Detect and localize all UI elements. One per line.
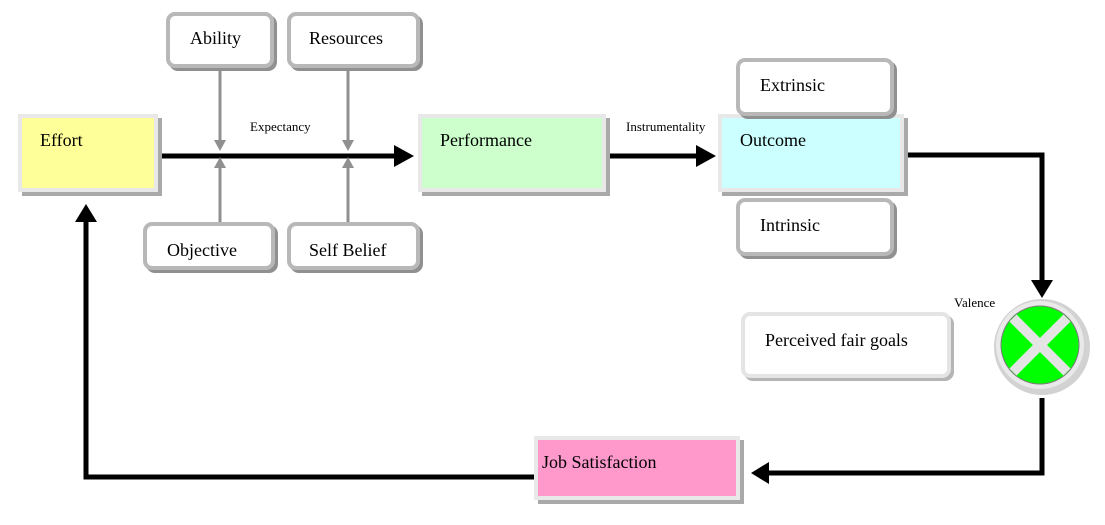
perceived-fair-goals-box: Perceived fair goals xyxy=(741,312,951,378)
intrinsic-label: Intrinsic xyxy=(760,215,820,235)
ability-label: Ability xyxy=(190,28,242,48)
effort-label: Effort xyxy=(40,130,83,150)
outcome-label: Outcome xyxy=(740,130,806,150)
self-belief-box: Self Belief xyxy=(287,222,420,270)
job-satisfaction-to-effort-arrowhead xyxy=(75,204,97,222)
ability-box: Ability xyxy=(166,12,274,68)
valence-symbol xyxy=(994,299,1090,395)
expectancy-label: Expectancy xyxy=(250,119,311,134)
extrinsic-box: Extrinsic xyxy=(736,58,894,116)
performance-label: Performance xyxy=(440,130,532,150)
valence-to-job-satisfaction-arrow xyxy=(768,398,1045,476)
resources-box: Resources xyxy=(287,12,420,68)
outcome-to-valence-arrowhead xyxy=(1031,280,1053,298)
outcome-box: Outcome xyxy=(718,114,904,192)
effort-to-performance-arrowhead xyxy=(394,145,414,167)
resources-arrowhead xyxy=(342,140,354,151)
valence-label: Valence xyxy=(954,295,996,310)
performance-to-outcome-arrowhead xyxy=(696,145,716,167)
self-belief-arrowhead xyxy=(342,157,354,168)
resources-label: Resources xyxy=(309,28,383,48)
outcome-to-valence-arrow xyxy=(905,152,1045,282)
job-satisfaction-label: Job Satisfaction xyxy=(542,452,657,472)
effort-box: Effort xyxy=(18,114,158,192)
intrinsic-box: Intrinsic xyxy=(736,198,894,256)
objective-arrowhead xyxy=(214,157,226,168)
objective-label: Objective xyxy=(167,240,237,260)
ability-arrowhead xyxy=(214,140,226,151)
extrinsic-label: Extrinsic xyxy=(760,75,825,95)
self-belief-label: Self Belief xyxy=(309,240,387,260)
perceived-fair-goals-label: Perceived fair goals xyxy=(765,330,908,350)
objective-box: Objective xyxy=(143,222,275,270)
performance-box: Performance xyxy=(418,114,606,192)
job-satisfaction-box: Job Satisfaction xyxy=(534,436,740,500)
job-satisfaction-to-effort-arrow xyxy=(83,220,537,480)
instrumentality-label: Instrumentality xyxy=(626,119,706,134)
valence-to-job-satisfaction-arrowhead xyxy=(751,462,769,484)
